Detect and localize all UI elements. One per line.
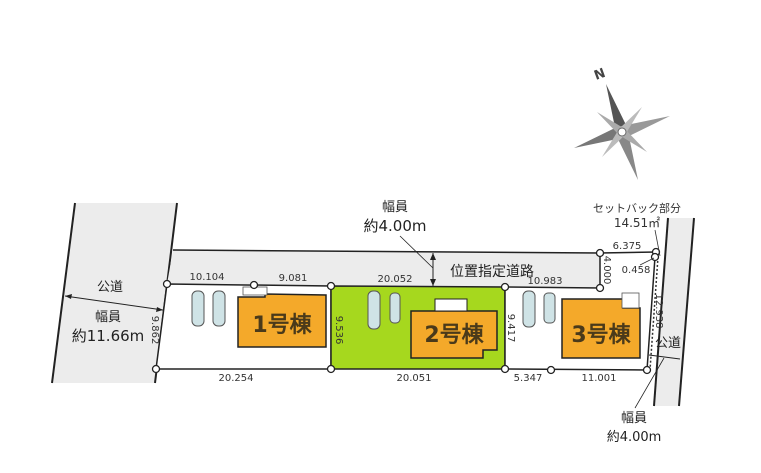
right-road-width-label: 幅員 (621, 411, 647, 426)
dim-road-end: 4.000 (601, 256, 612, 285)
compass-icon: N (574, 66, 670, 180)
building-1-label: 1号棟 (252, 312, 312, 338)
dim-bottom-2: 20.051 (397, 373, 432, 384)
dim-top-1a: 10.104 (190, 272, 225, 283)
building-2 (410, 310, 498, 359)
right-public-road (654, 218, 694, 406)
dim-right-side: 12.938 (653, 294, 664, 329)
dim-side-12: 9.536 (333, 316, 344, 345)
private-road-width-value: 約4.00m (363, 217, 426, 235)
compass-north-label: N (592, 66, 607, 84)
dim-bottom-3b: 11.001 (582, 373, 617, 384)
right-road-name: 公道 (655, 336, 681, 351)
dim-top-3: 10.983 (528, 276, 563, 287)
building-2-label: 2号棟 (424, 322, 484, 348)
dim-bottom-3a: 5.347 (514, 373, 543, 384)
dim-top-1b: 9.081 (279, 273, 308, 284)
parking (191, 290, 556, 330)
dim-side-23: 9.417 (505, 314, 516, 343)
dim-corner: 0.458 (622, 265, 651, 276)
private-road (167, 250, 600, 288)
boundary-points (151, 247, 661, 375)
setback-area: 14.51㎡ (614, 216, 660, 230)
left-public-road (52, 203, 177, 383)
dim-bottom-1: 20.254 (219, 373, 254, 384)
private-road-name: 位置指定道路 (450, 264, 534, 280)
building-1 (237, 293, 327, 348)
building-3-label: 3号棟 (571, 322, 631, 348)
dim-top-2: 20.052 (378, 274, 413, 285)
private-road-width-label: 幅員 (382, 200, 408, 215)
left-road-width-value: 約11.66m (72, 327, 145, 345)
right-road-width-value: 約4.00m (607, 430, 662, 445)
setback-label: セットバック部分 (593, 201, 681, 215)
left-road-name: 公道 (97, 280, 123, 295)
setback-line (649, 256, 659, 371)
left-road-width-label: 幅員 (95, 310, 121, 325)
dim-left-1: 9.862 (149, 316, 160, 345)
dim-top-right: 6.375 (613, 241, 642, 252)
